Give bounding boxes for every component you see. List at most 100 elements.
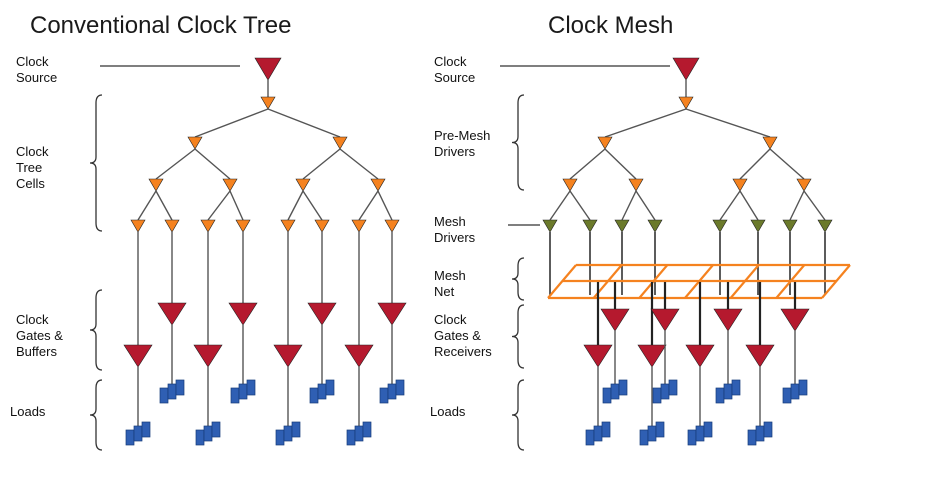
tree-load — [387, 383, 397, 400]
tree-leaf-buffer — [314, 219, 330, 233]
branch-wire — [739, 148, 771, 180]
pre-mesh-root-buffer — [678, 96, 694, 110]
mesh-label-clock-gates: Clock Gates & Receivers — [434, 312, 492, 360]
branch-wire — [229, 190, 244, 221]
tree-load — [325, 379, 335, 396]
mesh-load — [703, 421, 713, 438]
tree-load — [309, 387, 319, 404]
pre-mesh-buffer — [597, 136, 613, 150]
tree-label-clock-tree-cells: Clock Tree Cells — [16, 144, 49, 192]
label-line: Gates & — [16, 328, 63, 343]
tree-level3-buffer — [295, 178, 311, 192]
pre-mesh-buffer — [762, 136, 778, 150]
branch-wire — [339, 148, 379, 180]
tree-leaf-buffer — [164, 219, 180, 233]
mesh-receiver-buffer — [745, 344, 775, 368]
mesh-load — [618, 379, 628, 396]
label-line: Drivers — [434, 230, 476, 245]
tree-level3-buffer — [222, 178, 238, 192]
branch-wire — [739, 190, 759, 221]
branch-wire — [155, 190, 173, 221]
tree-load — [317, 383, 327, 400]
branch-wire — [549, 190, 571, 221]
mesh-label-clock-source: Clock Source — [434, 54, 475, 86]
tree-load — [230, 387, 240, 404]
label-line: Buffers — [16, 344, 57, 359]
mesh-net-column — [547, 264, 577, 299]
mesh-receiver-buffer — [637, 344, 667, 368]
mesh-load — [715, 387, 725, 404]
tree-gate-buffer — [344, 344, 374, 368]
branch-wire — [803, 190, 826, 221]
branch-wire — [267, 108, 341, 138]
tree-label-loads: Loads — [10, 404, 45, 420]
gates-bracket — [89, 289, 103, 371]
mesh-load — [585, 429, 595, 446]
pre-mesh-buffer — [628, 178, 644, 192]
tree-leaf-buffer — [130, 219, 146, 233]
tree-load — [125, 429, 135, 446]
branch-wire — [358, 190, 379, 221]
mesh-load — [731, 379, 741, 396]
tree-leaf-buffer — [384, 219, 400, 233]
branch-wire — [137, 190, 157, 221]
tree-title: Conventional Clock Tree — [30, 12, 292, 39]
mesh-receiver-buffer — [780, 308, 810, 332]
mesh-load — [610, 383, 620, 400]
branch-wire — [569, 148, 606, 180]
tree-load — [362, 421, 372, 438]
mesh-net-column — [775, 264, 806, 299]
branch-wire — [769, 148, 805, 180]
mesh-load — [602, 387, 612, 404]
mesh-net-bracket — [511, 257, 525, 301]
tree-gate-buffer — [193, 344, 223, 368]
pre-mesh-buffer — [562, 178, 578, 192]
mesh-label-loads: Loads — [430, 404, 465, 420]
tree-load — [203, 425, 213, 442]
mesh-driver — [782, 219, 798, 233]
branch-wire — [377, 190, 393, 221]
tree-label-clock-source: Clock Source — [16, 54, 57, 86]
label-line: Tree — [16, 160, 43, 175]
pre-mesh-bracket — [511, 94, 525, 191]
mesh-net-column — [684, 264, 714, 299]
tree-load — [133, 425, 143, 442]
tree-label-clock-gates: Clock Gates & Buffers — [16, 312, 63, 360]
label-line: Mesh — [434, 268, 466, 283]
branch-wire — [635, 190, 656, 221]
mesh-load — [647, 425, 657, 442]
tree-load — [346, 429, 356, 446]
mesh-load — [601, 421, 611, 438]
branch-wire — [604, 148, 637, 180]
loads-bracket — [89, 379, 103, 451]
pre-mesh-buffer — [732, 178, 748, 192]
branch-wire — [207, 190, 231, 221]
tree-load — [211, 421, 221, 438]
label-line: Mesh — [434, 214, 466, 229]
tree-level3-buffer — [370, 178, 386, 192]
label-line: Clock — [16, 54, 49, 69]
label-line: Clock — [434, 312, 467, 327]
mesh-driver — [712, 219, 728, 233]
mesh-load — [593, 425, 603, 442]
tree-leaf-buffer — [200, 219, 216, 233]
mesh-receiver-buffer — [685, 344, 715, 368]
tree-leaf-buffer — [235, 219, 251, 233]
mesh-load — [639, 429, 649, 446]
branch-wire — [569, 190, 591, 221]
label-line: Loads — [10, 404, 46, 419]
mesh-label-mesh-drivers: Mesh Drivers — [434, 214, 475, 246]
branch-wire — [302, 148, 341, 180]
tree-cells-bracket — [89, 94, 103, 232]
mesh-load — [723, 383, 733, 400]
mesh-load — [763, 421, 773, 438]
mesh-title: Clock Mesh — [548, 12, 674, 39]
pre-mesh-buffer — [796, 178, 812, 192]
mesh-driver — [817, 219, 833, 233]
tree-load — [159, 387, 169, 404]
branch-wire — [194, 148, 231, 180]
branch-wire — [621, 190, 637, 221]
mesh-receiver-buffer — [583, 344, 613, 368]
mesh-load — [798, 379, 808, 396]
